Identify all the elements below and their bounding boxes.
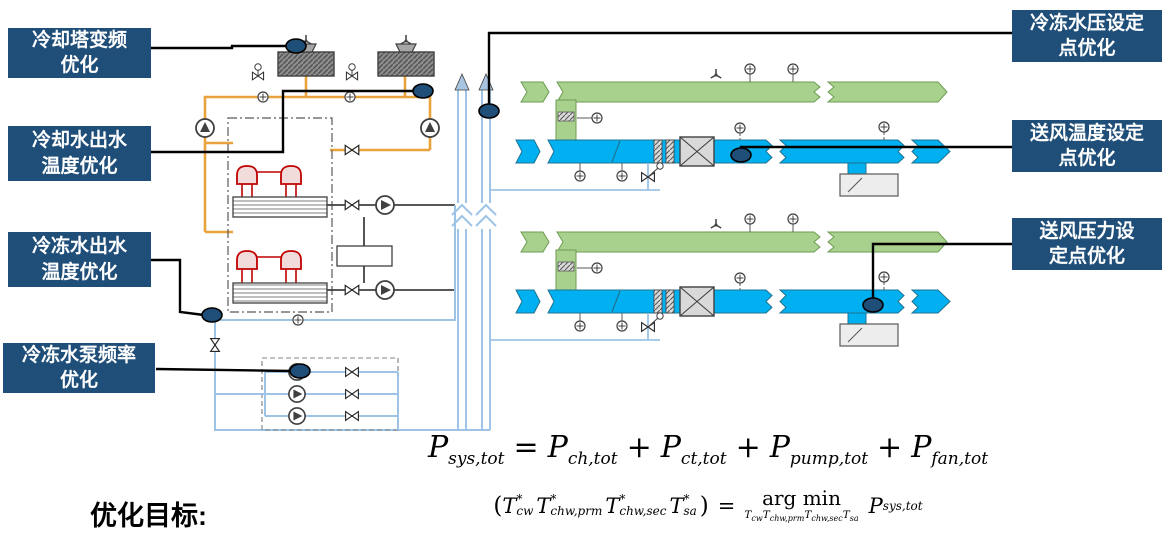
callout-supply-air-pressure-setpoint: 送风压力设 定点优化 — [1012, 218, 1162, 270]
flow-arrow-up — [454, 73, 470, 91]
callout-chw-pump-frequency: 冷冻水泵频率 优化 — [3, 343, 155, 393]
callout-line: 温度优化 — [41, 155, 118, 177]
open-paren: ( — [493, 492, 503, 519]
formula-term: Pct,tot — [660, 430, 727, 469]
formula-term: T*cw — [502, 492, 534, 518]
marker-supply-air-pressure-setpoint — [862, 297, 884, 313]
chiller-plant — [227, 117, 333, 313]
primary-pump — [375, 195, 395, 215]
ahu-lower — [490, 214, 950, 346]
callout-chilled-water-outlet-temp: 冷冻水出水 温度优化 — [8, 232, 151, 287]
equals-sign: = — [717, 493, 736, 518]
callout-line: 点优化 — [1058, 148, 1116, 169]
formula-term: T*chw,prm — [536, 492, 603, 518]
callout-line: 冷冻水出水 — [31, 236, 127, 258]
marker-chw-pressure-setpoint — [478, 103, 500, 119]
argmin-subscript: TcwTchw,prmTchw,secTsa — [744, 509, 859, 524]
callout-line: 定点优化 — [1048, 246, 1125, 267]
condenser-pump — [420, 118, 440, 138]
formula-term: Pfan,tot — [911, 430, 989, 469]
condenser-pump — [195, 118, 215, 138]
formula-argmin: ( T*cw T*chw,prm T*chw,sec T*sa ) = arg … — [408, 488, 1008, 523]
marker-cooling-tower-vfd — [285, 38, 307, 54]
formula-term: Ppump,tot — [769, 430, 869, 469]
objective-label: 优化目标: — [90, 501, 207, 531]
formula-term: T*sa — [669, 492, 697, 518]
close-paren: ) — [699, 492, 709, 519]
callout-line: 优化 — [59, 370, 98, 391]
formula-term: T*chw,sec — [605, 492, 667, 518]
callout-cooling-tower-vfd: 冷却塔变频 优化 — [8, 28, 151, 78]
formula-total-power: Psys,tot=Pch,tot+Pct,tot+Ppump,tot+Pfan,… — [408, 430, 1008, 469]
chiller-2-heat-exchanger — [232, 282, 328, 304]
flow-arrow-up — [478, 73, 494, 91]
primary-pump — [375, 280, 395, 300]
callout-line: 冷却水出水 — [31, 130, 127, 152]
formula-term: Pch,tot — [547, 430, 618, 469]
callout-supply-air-temp-setpoint: 送风温度设定 点优化 — [1012, 120, 1162, 172]
callout-line: 优化 — [60, 55, 99, 76]
callout-line: 冷冻水泵频率 — [21, 344, 136, 366]
marker-chilled-water-outlet-temp — [201, 307, 223, 323]
marker-cooling-water-outlet-temp — [412, 83, 434, 99]
callout-cooling-water-outlet-temp: 冷却水出水 温度优化 — [8, 126, 151, 181]
callout-line: 冷却塔变频 — [31, 29, 127, 51]
bypass-header — [336, 245, 393, 267]
secondary-pump — [288, 385, 306, 403]
plus-sign: + — [626, 430, 652, 465]
callout-line: 冷冻水压设定 — [1029, 12, 1144, 34]
ahu-upper — [490, 64, 950, 196]
callout-line: 点优化 — [1058, 38, 1116, 59]
marker-chw-pump-frequency — [289, 363, 311, 379]
chiller-1-heat-exchanger — [232, 196, 328, 218]
callout-line: 温度优化 — [41, 261, 118, 283]
plus-sign: + — [735, 430, 761, 465]
marker-supply-air-temp-setpoint — [730, 147, 752, 163]
plus-sign: + — [877, 430, 903, 465]
argmin-operator: arg min TcwTchw,prmTchw,secTsa — [744, 486, 859, 524]
chilled-water-risers — [451, 73, 497, 430]
callout-chw-pressure-setpoint: 冷冻水压设定 点优化 — [1012, 10, 1162, 62]
callout-connectors — [151, 31, 1012, 379]
formula-term: Psys,tot — [427, 430, 505, 469]
callout-line: 送风压力设 — [1039, 220, 1135, 242]
callout-line: 送风温度设定 — [1029, 122, 1144, 144]
secondary-pump — [288, 407, 306, 425]
equals-sign: = — [513, 430, 539, 465]
